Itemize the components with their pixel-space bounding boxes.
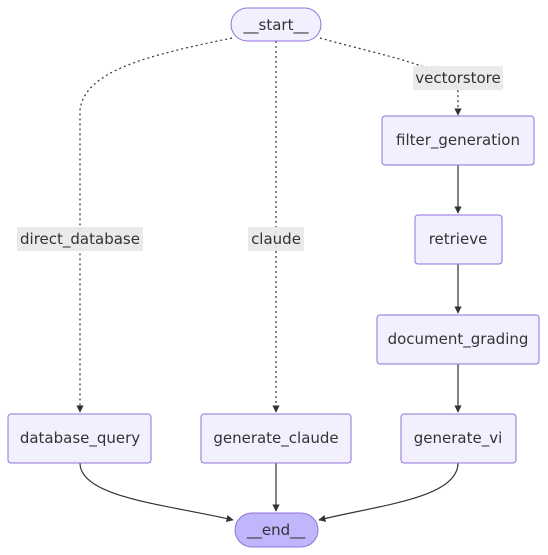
edge-label-direct-database-text: direct_database [20,230,140,249]
node-database-query[interactable]: database_query [7,413,152,464]
node-database-query-label: database_query [20,429,140,448]
edge-start-to-database-query [76,37,233,413]
edge-label-claude: claude [248,227,304,251]
node-start[interactable]: __start__ [230,7,322,42]
node-generate-claude-label: generate_claude [213,429,338,448]
node-start-label: __start__ [243,16,309,35]
edge-database-query-to-end [79,462,234,523]
edge-label-vectorstore: vectorstore [413,66,503,90]
node-retrieve-label: retrieve [429,230,488,248]
node-generate-vi[interactable]: generate_vi [400,413,517,464]
edge-generate-vi-to-end [318,462,459,522]
node-end[interactable]: __end__ [234,512,319,548]
edge-label-direct-database: direct_database [17,227,143,251]
edge-label-vectorstore-text: vectorstore [415,69,501,87]
node-generate-claude[interactable]: generate_claude [200,413,352,464]
node-filter-generation[interactable]: filter_generation [381,115,535,166]
node-document-grading[interactable]: document_grading [376,314,540,365]
edges [76,37,462,523]
edge-label-claude-text: claude [251,230,301,248]
node-filter-generation-label: filter_generation [396,131,520,150]
node-document-grading-label: document_grading [388,330,529,349]
node-generate-vi-label: generate_vi [414,429,503,448]
node-end-label: __end__ [246,521,306,540]
node-retrieve[interactable]: retrieve [414,214,503,265]
